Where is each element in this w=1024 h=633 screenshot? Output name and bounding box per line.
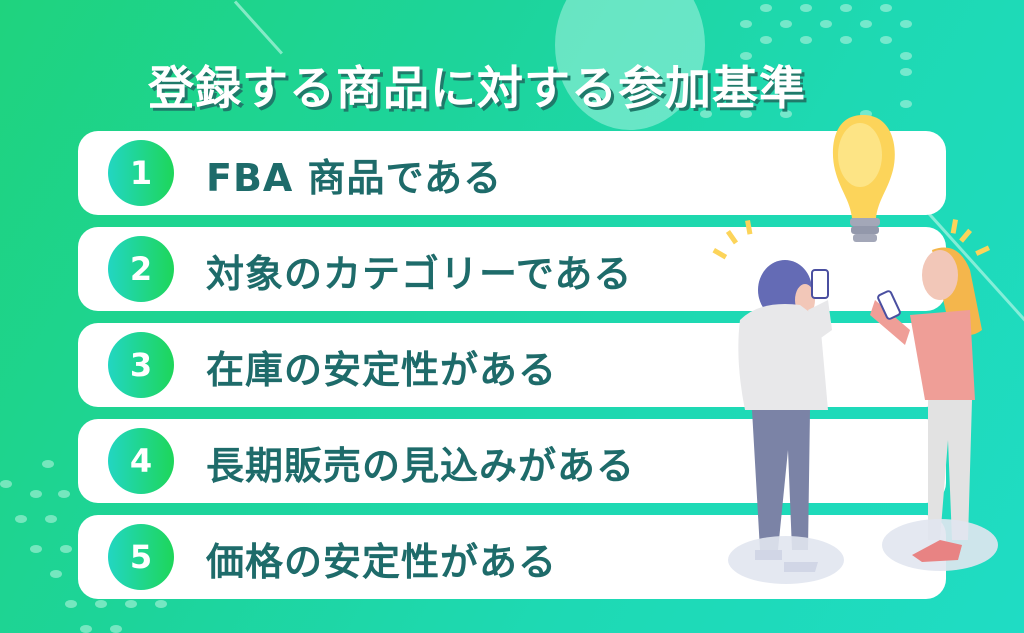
spark-lines-right	[950, 219, 990, 256]
decorative-line	[233, 0, 283, 55]
spark-lines-left	[712, 220, 753, 260]
criteria-item-1: 1 FBA 商品である	[78, 131, 946, 215]
people-with-phones-illustration	[712, 115, 998, 584]
page-title: 登録する商品に対する参加基準	[148, 61, 806, 115]
number-badge: 2	[108, 236, 174, 302]
criteria-label: FBA 商品である	[206, 156, 503, 200]
criteria-label: 在庫の安定性がある	[206, 348, 558, 392]
criteria-label: 長期販売の見込みがある	[206, 444, 636, 488]
lightbulb-icon	[832, 115, 895, 242]
number-badge: 1	[108, 140, 174, 206]
man-figure	[728, 260, 844, 584]
woman-figure	[870, 247, 998, 571]
number-badge: 5	[108, 524, 174, 590]
decorative-circle	[555, 0, 705, 130]
number-badge: 4	[108, 428, 174, 494]
number-badge: 3	[108, 332, 174, 398]
criteria-label: 対象のカテゴリーである	[206, 252, 633, 296]
criteria-label: 価格の安定性がある	[206, 540, 558, 584]
